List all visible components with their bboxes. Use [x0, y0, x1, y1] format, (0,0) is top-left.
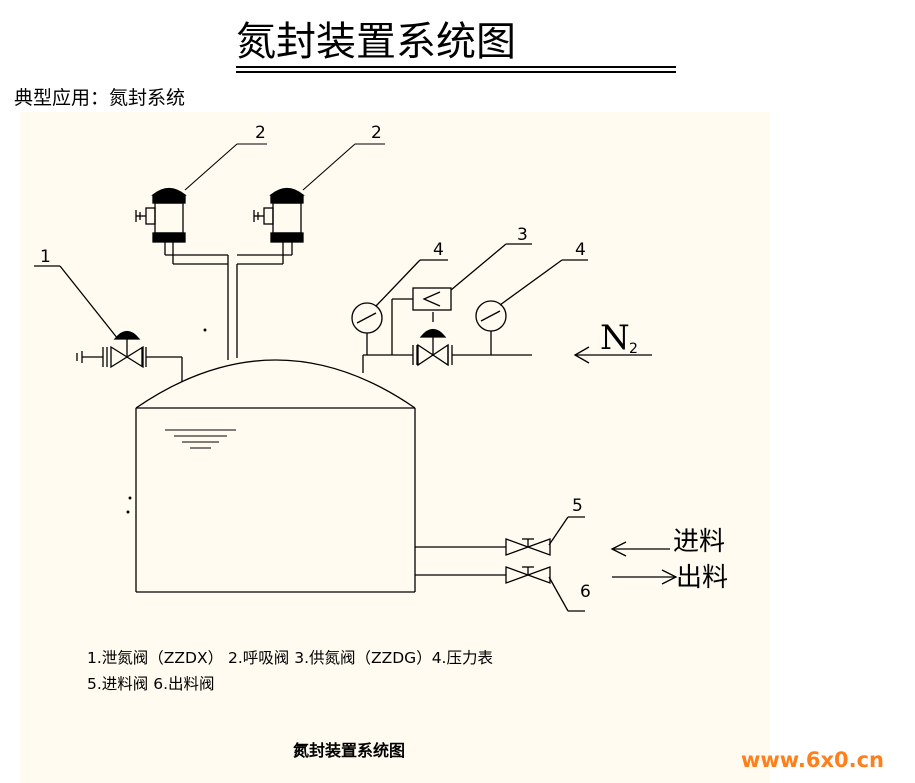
outlet-valve [505, 566, 530, 584]
callout-4-left: 4 [433, 240, 444, 260]
outlet-label: 出料 [676, 563, 728, 593]
callout-2-left: 2 [255, 123, 266, 143]
callout-2-right: 2 [371, 123, 382, 143]
diagram-panel [20, 112, 770, 783]
inlet-valve [505, 538, 530, 556]
legend-line-1: 1.泄氮阀（ZZDX） 2.呼吸阀 3.供氮阀（ZZDG）4.压力表 [87, 649, 493, 667]
storage-tank [135, 359, 416, 593]
callout-5: 5 [572, 496, 583, 516]
breather-valve-left [135, 187, 187, 243]
tank-dome [135, 359, 416, 409]
page-title: 氮封装置系统图 [236, 19, 516, 65]
nitrogen-relief-valve [34, 265, 183, 382]
inlet-outlet-piping [415, 516, 678, 612]
callout-3: 3 [517, 225, 528, 245]
breather-valve-piping [164, 242, 293, 360]
n2-subscript: 2 [629, 341, 638, 357]
n2-label: N [600, 318, 630, 358]
callout-6: 6 [580, 582, 591, 602]
leaders-2 [184, 143, 385, 191]
site-watermark: www.6x0.cn [741, 748, 884, 772]
callout-1: 1 [40, 247, 51, 267]
callout-4-right: 4 [575, 240, 586, 260]
title-underline-top [236, 66, 676, 68]
diagram-caption: 氮封装置系统图 [293, 741, 405, 760]
inlet-label: 进料 [673, 527, 725, 557]
page-subtitle: 典型应用：氮封系统 [14, 87, 186, 109]
legend-line-2: 5.进料阀 6.出料阀 [87, 675, 215, 693]
breather-valve-right [253, 187, 305, 243]
liquid-level-symbol [165, 429, 236, 449]
title-underline-bottom [236, 71, 676, 73]
nitrogen-supply-line [351, 243, 652, 373]
